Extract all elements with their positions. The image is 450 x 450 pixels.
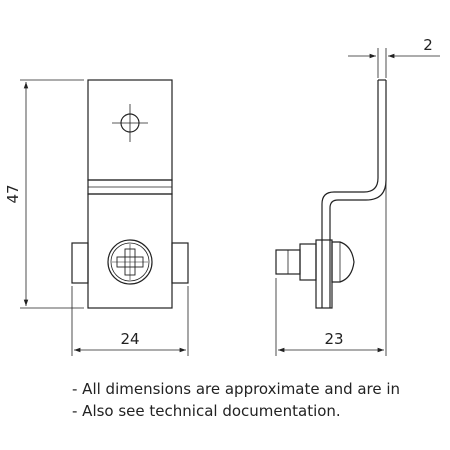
screw-head: [107, 239, 153, 285]
dimension-height: [20, 79, 84, 309]
side-screw-head: [331, 241, 355, 283]
mounting-hole: [112, 104, 148, 142]
dimension-thickness-label: 2: [423, 36, 433, 54]
front-nut-left: [71, 242, 89, 284]
side-bracket-profile: [321, 80, 379, 308]
side-view: [275, 79, 387, 309]
dimension-width-front: [71, 286, 189, 356]
dimension-width-front-label: 24: [120, 330, 139, 348]
front-view: [71, 79, 189, 309]
dimension-width-side: [275, 84, 387, 356]
dimension-thickness: [348, 48, 440, 78]
note-documentation: - Also see technical documentation.: [72, 402, 341, 420]
note-approximate: - All dimensions are approximate and are…: [72, 380, 401, 398]
front-nut-right: [171, 242, 189, 284]
dimension-width-side-label: 23: [324, 330, 343, 348]
side-nut: [299, 243, 317, 281]
dimension-height-label: 47: [4, 184, 22, 203]
